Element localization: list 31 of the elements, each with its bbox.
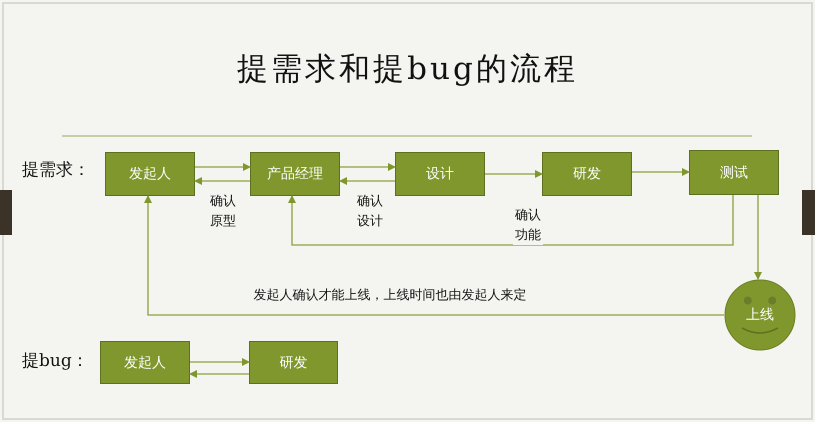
process-box <box>249 341 338 384</box>
arrow <box>632 168 690 176</box>
arrow <box>190 358 250 366</box>
process-box <box>250 152 340 196</box>
arrow <box>339 177 395 185</box>
node-label: 设计 <box>426 165 454 183</box>
node-label: 上线 <box>746 306 774 324</box>
process-box <box>542 152 632 196</box>
node-label: 产品经理 <box>267 165 323 183</box>
face-circle <box>724 279 796 351</box>
arrow <box>754 195 762 280</box>
node-label: 研发 <box>573 165 601 183</box>
title: 提需求和提bug的流程 <box>236 50 579 89</box>
node-label: 测试 <box>720 164 748 182</box>
process-box <box>395 152 485 196</box>
process-box <box>100 341 190 384</box>
edge-label: 确认功能 <box>513 206 543 245</box>
node-label: 发起人 <box>124 354 166 372</box>
arrow <box>288 195 734 246</box>
process-box <box>689 150 779 195</box>
arrow <box>485 170 543 178</box>
arrow <box>189 370 249 378</box>
arrow <box>340 163 396 171</box>
arrow <box>144 195 724 316</box>
node-label: 研发 <box>280 354 308 372</box>
row-label: 提需求： <box>22 159 90 181</box>
arrow <box>195 163 251 171</box>
node-label: 发起人 <box>129 165 171 183</box>
row-label: 提bug： <box>22 350 89 372</box>
arrow <box>194 177 250 185</box>
process-box <box>105 152 195 196</box>
